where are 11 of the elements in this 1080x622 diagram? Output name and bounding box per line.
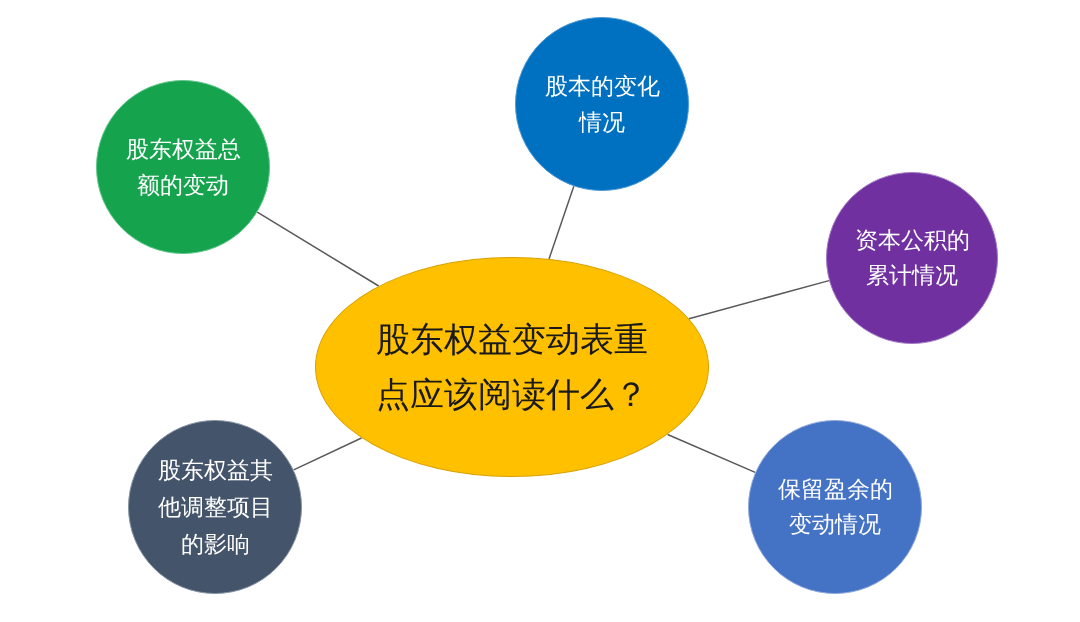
connector-line — [256, 211, 380, 287]
connector-line — [292, 437, 363, 471]
connector-line — [688, 279, 830, 320]
connector-line — [666, 433, 756, 474]
subtopic-text: 股本的变化情况 — [543, 72, 661, 137]
connector-line — [548, 185, 575, 260]
subtopic-text: 股东权益其他调整项目的影响 — [156, 455, 274, 559]
subtopic-text: 保留盈余的变动情况 — [776, 475, 894, 539]
subtopic-text: 资本公积的累计情况 — [853, 226, 971, 290]
subtopic-text: 股东权益总额的变动 — [124, 135, 242, 200]
topic-text: 股东权益变动表重点应该阅读什么？ — [375, 318, 649, 416]
